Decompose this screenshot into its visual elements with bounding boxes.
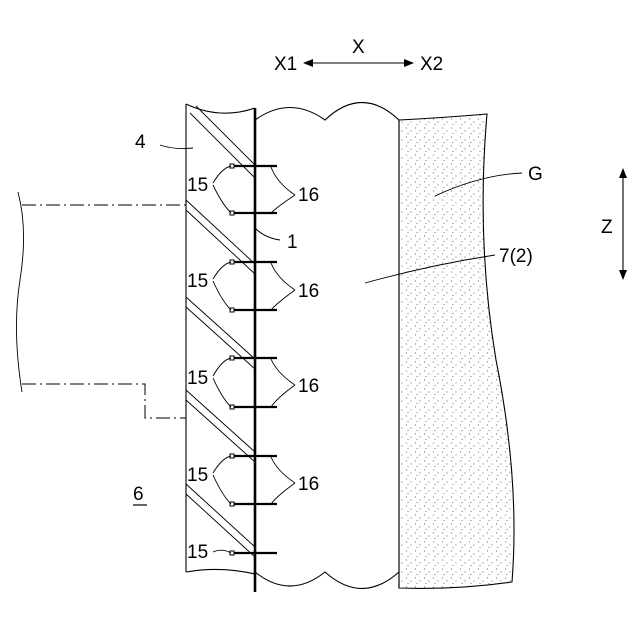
- leaders-15: [213, 166, 231, 553]
- z-axis-label: Z: [601, 217, 613, 238]
- leaders-16: [271, 167, 295, 504]
- anchor-pairs: [230, 164, 277, 555]
- label-15-c: 15: [187, 368, 208, 389]
- label-6: 6: [133, 484, 144, 505]
- label-15-a: 15: [187, 175, 208, 196]
- base-6-break: [16, 192, 23, 392]
- base-6-outline: [22, 205, 186, 418]
- x-axis-label: X: [352, 37, 365, 58]
- x-axis-arrow: [303, 59, 414, 67]
- label-16-c: 16: [298, 376, 319, 397]
- label-g: G: [528, 164, 543, 185]
- z-axis-arrow: [619, 168, 627, 280]
- label-15-d: 15: [187, 465, 208, 486]
- x1-label: X1: [274, 54, 297, 75]
- ground-region: [399, 114, 514, 588]
- label-16-d: 16: [298, 474, 319, 495]
- label-7-2: 7(2): [499, 246, 533, 267]
- label-15-e: 15: [187, 542, 208, 563]
- label-4: 4: [135, 132, 146, 153]
- column-outline: [255, 103, 399, 589]
- label-1: 1: [287, 232, 298, 253]
- x2-label: X2: [420, 54, 443, 75]
- label-16-b: 16: [298, 281, 319, 302]
- label-16-a: 16: [298, 185, 319, 206]
- label-15-b: 15: [187, 271, 208, 292]
